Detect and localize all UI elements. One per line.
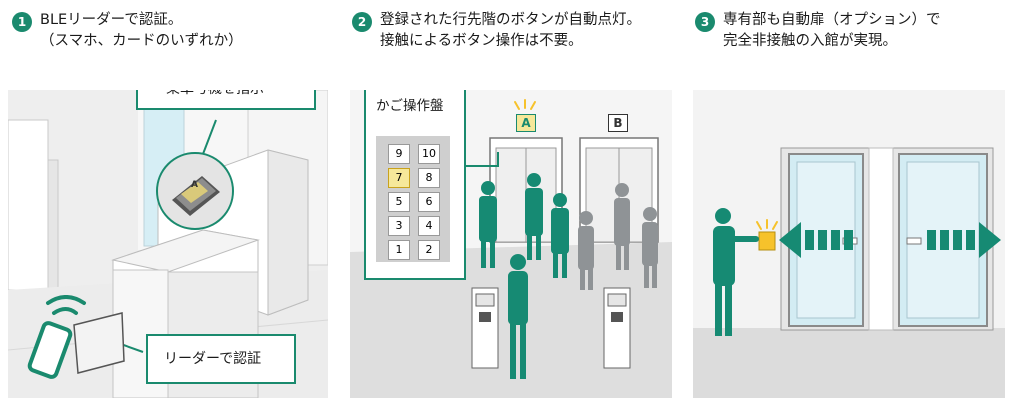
step-1-text: BLEリーダーで認証。 （スマホ、カードのいずれか） [40,10,243,52]
car-button-7-lit: 7 [388,168,410,188]
car-button-10: 10 [418,144,440,164]
card-icon [73,312,125,374]
callout-bottom-box [146,334,296,384]
car-button-9: 9 [388,144,410,164]
step-1-line1: BLEリーダーで認証。 [40,12,183,28]
elevator-a-indicator: A [516,114,536,132]
car-buttons-grid: 9 10 7 8 5 6 3 4 1 2 [388,144,440,260]
step-2-number: 2 [352,12,372,32]
step-3-number: 3 [695,12,715,32]
sparkle-icon [756,219,778,230]
step-3-text: 専有部も自動扉（オプション）で 完全非接触の入館が実現。 [723,10,941,52]
reader-screen-letter: A [191,180,198,190]
arrow-left-icon [779,222,853,258]
elevator-b-letter: B [613,116,623,130]
sparkle-icon [514,99,536,110]
callout-top-label: 乗車号機を指示 [166,90,264,98]
walking-people-green [479,173,569,379]
step-2-line2: 接触によるボタン操作は不要。 [380,33,583,49]
panel-2-elevator-hall: A B かご操作盤 9 10 7 8 5 6 3 4 1 2 [350,90,672,398]
reader-zoom-circle: A [156,152,234,230]
car-button-1: 1 [388,240,410,260]
callout-bottom-label: リーダーで認証 [164,351,262,367]
car-panel-title: かご操作盤 [376,98,444,114]
reader-device [172,176,220,216]
step-3-line2: 完全非接触の入館が実現。 [723,33,897,49]
callout-top-box [136,90,316,110]
car-button-5: 5 [388,192,410,212]
car-button-board: 9 10 7 8 5 6 3 4 1 2 [376,136,450,262]
step-2-text: 登録された行先階のボタンが自動点灯。 接触によるボタン操作は不要。 [380,10,641,52]
automatic-door-illustration [693,90,1005,398]
panel-3-automatic-doors [693,90,1005,398]
car-panel-callout: かご操作盤 9 10 7 8 5 6 3 4 1 2 [364,90,466,280]
step-3-line1: 専有部も自動扉（オプション）で [723,12,941,28]
smartphone-card-group [27,295,125,379]
elevator-b-indicator: B [608,114,628,132]
car-button-6: 6 [418,192,440,212]
ble-wave-icon [46,295,86,315]
panel-1-gate-scene: A 乗車号機を指示 リーダーで認証 [8,90,328,398]
arrow-right-icon [927,222,1001,258]
car-button-3: 3 [388,216,410,236]
waiting-people-gray [578,183,658,290]
car-button-2: 2 [418,240,440,260]
elevator-a-letter: A [521,116,531,130]
car-button-8: 8 [418,168,440,188]
step-2-line1: 登録された行先階のボタンが自動点灯。 [380,12,641,28]
step-1-number: 1 [12,12,32,32]
person-at-reader [713,208,759,336]
car-button-4: 4 [418,216,440,236]
step-1-line2: （スマホ、カードのいずれか） [40,33,243,49]
hall-reader-kiosks [471,287,631,369]
smartphone-icon [27,321,73,379]
